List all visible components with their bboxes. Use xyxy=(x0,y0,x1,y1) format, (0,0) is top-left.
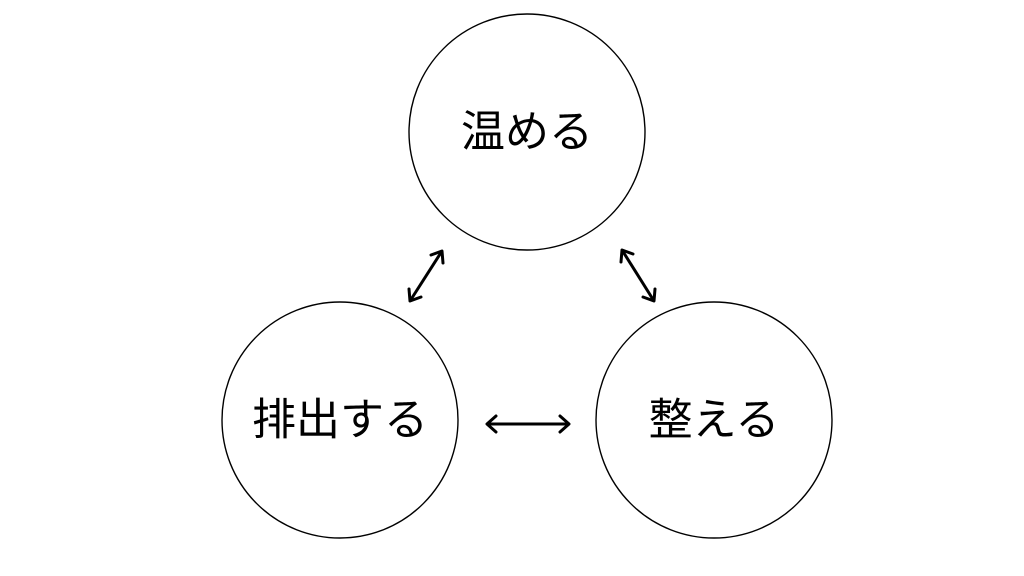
node-left: 排出する xyxy=(221,301,459,539)
arrow-top-left-shaft xyxy=(408,250,444,302)
arrow-left-right-head-right xyxy=(558,414,571,434)
arrow-left-right-head-left xyxy=(485,414,498,434)
arrow-top-right-shaft xyxy=(620,249,656,302)
node-right: 整える xyxy=(595,301,833,539)
node-top: 温める xyxy=(408,13,646,251)
arrow-top-left-head-top xyxy=(429,249,445,265)
arrow-top-right-head-top xyxy=(619,248,635,264)
node-top-circle xyxy=(408,13,646,251)
arrow-top-right xyxy=(619,248,657,303)
node-right-circle xyxy=(595,301,833,539)
arrow-top-left xyxy=(407,249,445,303)
arrow-top-right-head-bottom xyxy=(641,287,657,303)
arrow-left-right xyxy=(485,414,571,434)
node-right-label: 整える xyxy=(649,395,780,446)
node-left-label: 排出する xyxy=(252,395,428,446)
arrow-top-left-head-bottom xyxy=(407,287,423,303)
node-top-label: 温める xyxy=(461,107,593,158)
node-left-circle xyxy=(221,301,459,539)
